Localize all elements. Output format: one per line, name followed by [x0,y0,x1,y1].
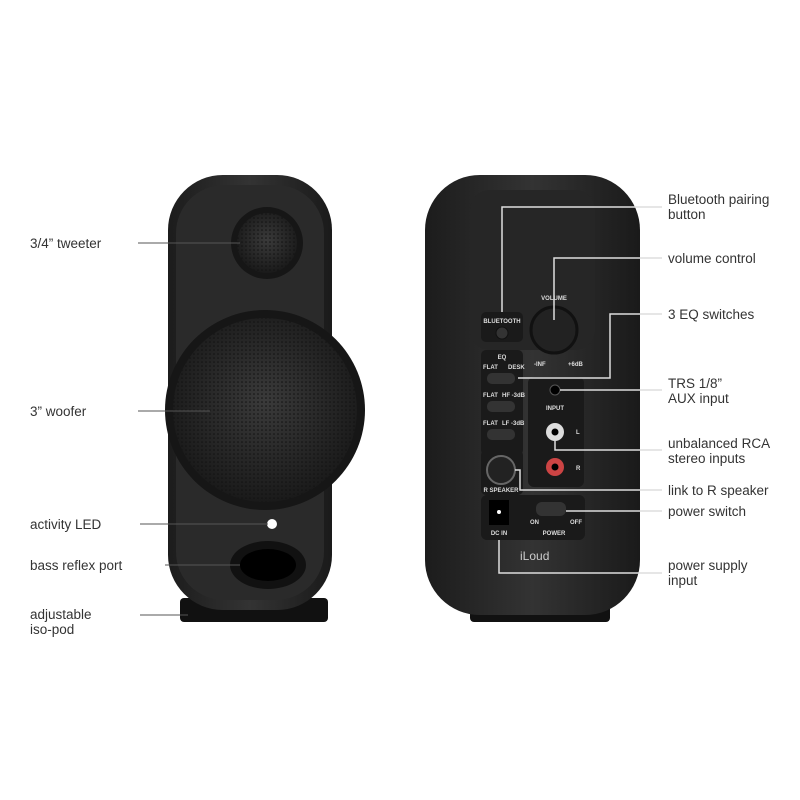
svg-text:POWER: POWER [543,531,566,537]
label-psu-line2: input [668,573,698,588]
label-trs-line2: AUX input [668,391,729,406]
label-isopod-line2: iso-pod [30,622,74,637]
svg-text:FLAT: FLAT [483,365,498,371]
svg-text:FLAT: FLAT [483,421,498,427]
left-labels: 3/4” tweeter 3” woofer activity LED bass… [30,236,123,637]
label-power-switch: power switch [668,504,746,519]
eq-desk-switch[interactable] [487,373,515,384]
svg-text:EQ: EQ [498,355,507,361]
label-eq: 3 EQ switches [668,307,755,322]
svg-text:INPUT: INPUT [546,406,564,412]
label-activity-led: activity LED [30,517,102,532]
aux-input-jack[interactable] [549,384,561,396]
label-psu-line1: power supply [668,558,748,573]
eq-lf-switch[interactable] [487,429,515,440]
label-volume: volume control [668,251,756,266]
label-trs-line1: TRS 1/8” [668,376,722,391]
svg-text:LF -3dB: LF -3dB [502,421,525,427]
svg-text:HF -3dB: HF -3dB [502,393,526,399]
bluetooth-button[interactable] [495,326,509,340]
activity-led [267,519,277,529]
r-speaker-connector[interactable] [486,455,516,485]
svg-text:BLUETOOTH: BLUETOOTH [483,319,520,325]
eq-hf-switch[interactable] [487,401,515,412]
label-rca-line1: unbalanced RCA [668,436,770,451]
label-isopod-line1: adjustable [30,607,92,622]
woofer [165,310,365,510]
brand-logo: iLoud [520,549,549,563]
svg-text:OFF: OFF [570,520,582,526]
svg-text:-INF: -INF [534,362,546,368]
power-switch[interactable] [536,502,566,516]
svg-text:ON: ON [530,520,539,526]
label-bluetooth-line1: Bluetooth pairing [668,192,769,207]
svg-text:L: L [576,430,580,436]
svg-text:DESK: DESK [508,365,525,371]
front-speaker [165,175,365,622]
tweeter [231,207,303,279]
right-labels: Bluetooth pairing button volume control … [668,192,770,588]
svg-text:+6dB: +6dB [568,362,584,368]
back-speaker: BLUETOOTH VOLUME -INF +6dB EQ FLAT DESK … [425,175,640,622]
label-bass-reflex-port: bass reflex port [30,558,123,573]
label-woofer: 3” woofer [30,404,87,419]
svg-text:R SPEAKER: R SPEAKER [483,488,519,494]
right-callout-lines [498,206,662,574]
label-bluetooth-line2: button [668,207,706,222]
label-tweeter: 3/4” tweeter [30,236,102,251]
svg-text:DC IN: DC IN [491,531,507,537]
svg-text:FLAT: FLAT [483,393,498,399]
label-rca-line2: stereo inputs [668,451,746,466]
label-link: link to R speaker [668,483,769,498]
left-callout-lines [138,242,268,616]
svg-text:R: R [576,466,581,472]
